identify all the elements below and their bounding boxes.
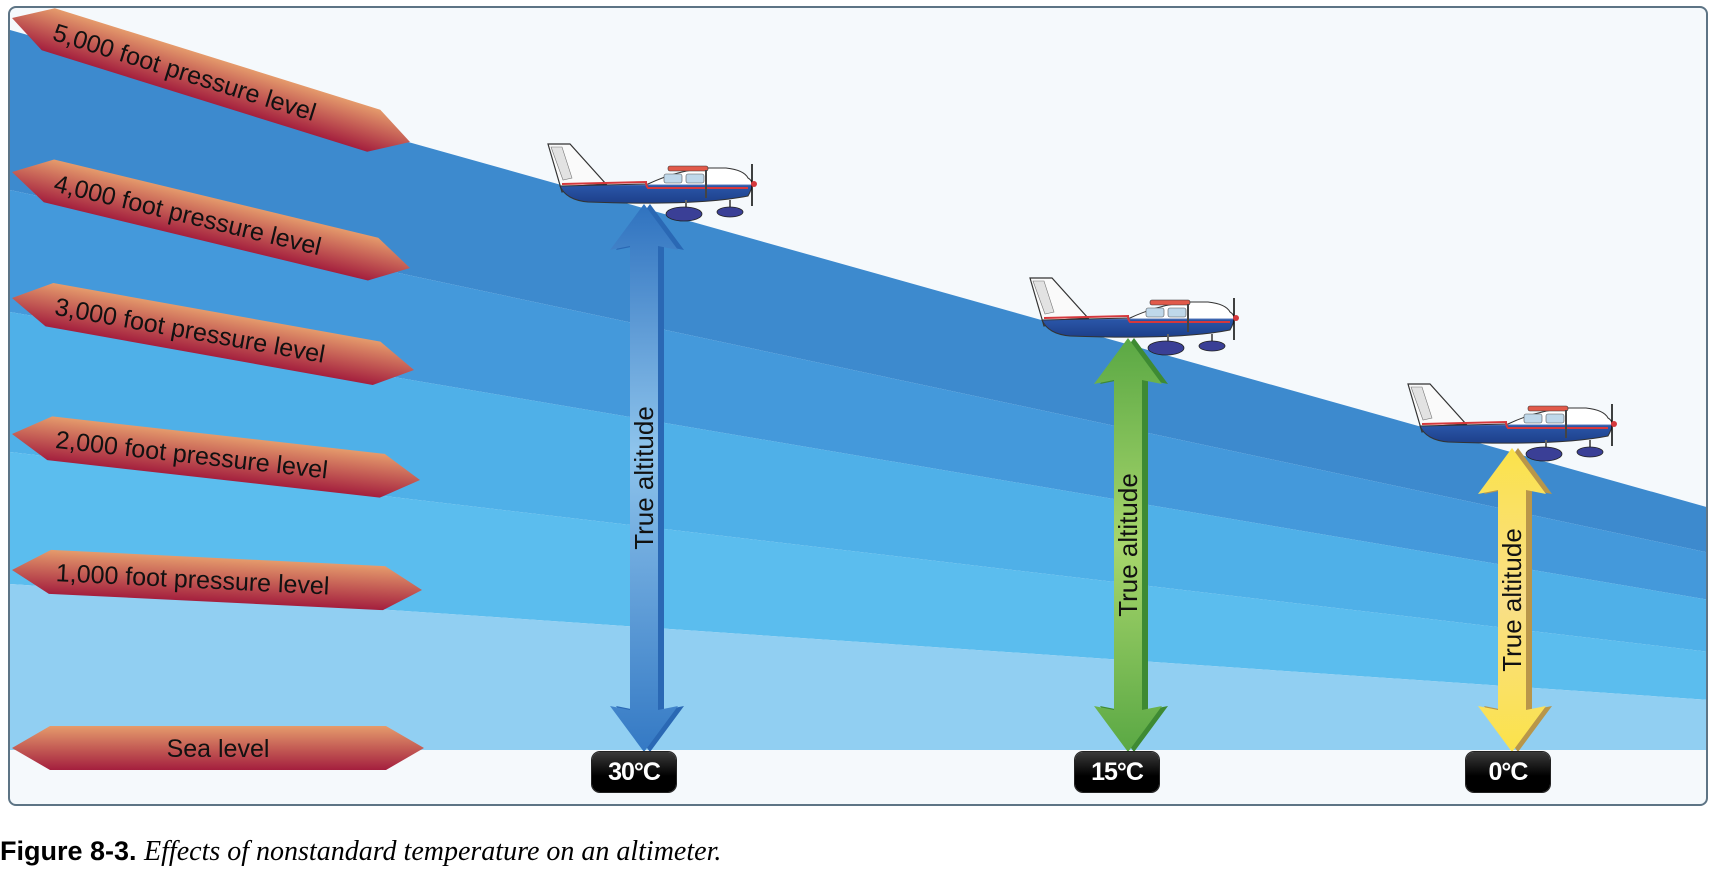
true-altitude-label: True altitude [1497, 528, 1527, 672]
airplane-icon [1029, 277, 1239, 356]
temperature-badge-15c: 15°C [1075, 752, 1159, 792]
label-banner [12, 726, 424, 770]
arrow-body [1094, 338, 1162, 752]
level-label-0: Sea level [12, 726, 424, 770]
band-1000 [10, 584, 1706, 750]
arrow-body [1478, 448, 1546, 752]
true-altitude-label: True altitude [1113, 473, 1143, 617]
label-banner [12, 283, 414, 385]
true-altitude-arrow-3: True altitude [1478, 448, 1552, 752]
band-2000 [10, 452, 1706, 700]
true-altitude-arrow-2: True altitude [1094, 338, 1168, 752]
level-label-text: Sea level [167, 735, 270, 763]
label-banner [12, 549, 423, 611]
figure-number: Figure 8-3. [0, 836, 137, 866]
true-altitude-label: True altitude [629, 406, 659, 550]
true-altitude-arrow-1: True altitude [610, 204, 684, 752]
temperature-badge-0c: 0°C [1466, 752, 1550, 792]
level-label-1000: 1,000 foot pressure level [12, 549, 423, 611]
temperature-badge-30c: 30°C [592, 752, 676, 792]
band-5000 [10, 30, 1706, 553]
label-banner [12, 8, 411, 152]
figure-caption: Figure 8-3. Effects of nonstandard tempe… [0, 836, 721, 868]
label-banner [12, 159, 410, 281]
label-banner [12, 416, 421, 498]
band-4000 [10, 190, 1706, 600]
airplane-icon [1407, 383, 1617, 462]
band-3000 [10, 312, 1706, 652]
figure-title: Effects of nonstandard temperature on an… [144, 836, 722, 867]
arrow-body [610, 204, 678, 752]
airplane-icon [547, 143, 757, 222]
